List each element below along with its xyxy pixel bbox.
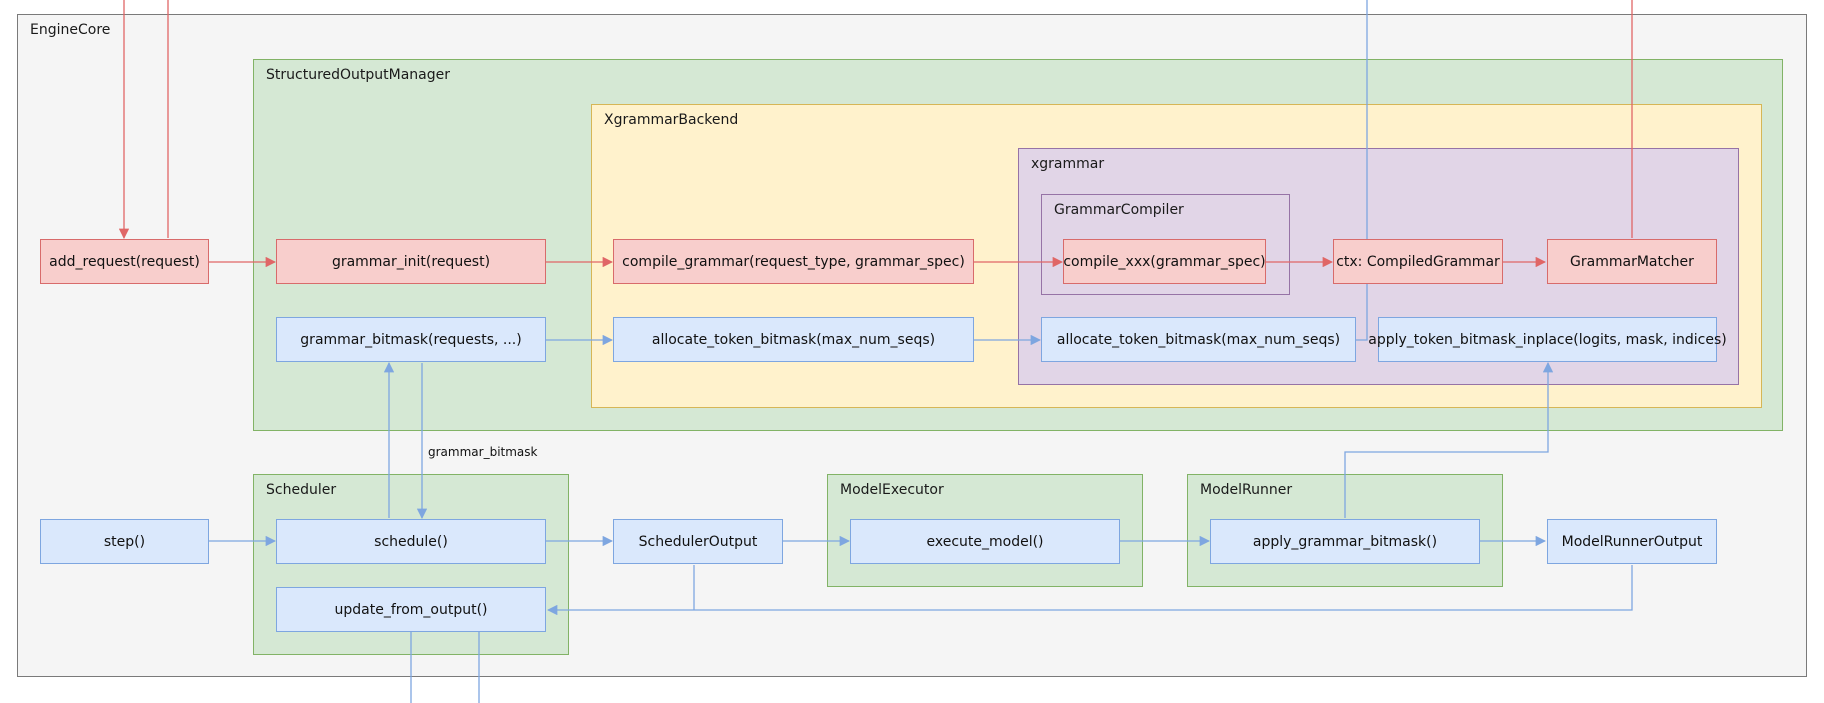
model-runner-output-node[interactable]: ModelRunnerOutput bbox=[1547, 519, 1717, 564]
edge-apply-grammar-bitmask-to-apply-inplace bbox=[1344, 361, 1554, 518]
grammar-matcher-node[interactable]: GrammarMatcher bbox=[1547, 239, 1717, 284]
edge-allocate-xgr-up bbox=[1356, 0, 1368, 341]
ctx-compiled-grammar-node[interactable]: ctx: CompiledGrammar bbox=[1333, 239, 1503, 284]
scheduler-output-node[interactable]: SchedulerOutput bbox=[613, 519, 783, 564]
compile-grammar-node[interactable]: compile_grammar(request_type, grammar_sp… bbox=[613, 239, 974, 284]
allocate-token-bitmask-backend-node[interactable]: allocate_token_bitmask(max_num_seqs) bbox=[613, 317, 974, 362]
execute-model-node[interactable]: execute_model() bbox=[850, 519, 1120, 564]
edge-model-runner-output-to-update bbox=[546, 565, 1633, 616]
model-executor-title: ModelExecutor bbox=[840, 482, 944, 498]
engine-core-title: EngineCore bbox=[30, 22, 111, 38]
xgrammar-title: xgrammar bbox=[1031, 156, 1105, 172]
add-request-node[interactable]: add_request(request) bbox=[40, 239, 209, 284]
schedule-node[interactable]: schedule() bbox=[276, 519, 546, 564]
compile-xxx-node[interactable]: compile_xxx(grammar_spec) bbox=[1063, 239, 1266, 284]
allocate-token-bitmask-xgrammar-node[interactable]: allocate_token_bitmask(max_num_seqs) bbox=[1041, 317, 1356, 362]
apply-token-bitmask-inplace-node[interactable]: apply_token_bitmask_inplace(logits, mask… bbox=[1368, 317, 1727, 362]
grammar-bitmask-node[interactable]: grammar_bitmask(requests, ...) bbox=[276, 317, 546, 362]
model-runner-title: ModelRunner bbox=[1200, 482, 1293, 498]
step-node[interactable]: step() bbox=[40, 519, 209, 564]
apply-grammar-bitmask-node[interactable]: apply_grammar_bitmask() bbox=[1210, 519, 1480, 564]
scheduler-title: Scheduler bbox=[266, 482, 337, 498]
structured-output-manager-title: StructuredOutputManager bbox=[266, 67, 451, 83]
update-from-output-node[interactable]: update_from_output() bbox=[276, 587, 546, 632]
xgrammar-backend-title: XgrammarBackend bbox=[604, 112, 739, 128]
grammar-init-node[interactable]: grammar_init(request) bbox=[276, 239, 546, 284]
grammar-bitmask-edge-label: grammar_bitmask bbox=[428, 445, 538, 459]
grammar-compiler-title: GrammarCompiler bbox=[1054, 202, 1184, 218]
